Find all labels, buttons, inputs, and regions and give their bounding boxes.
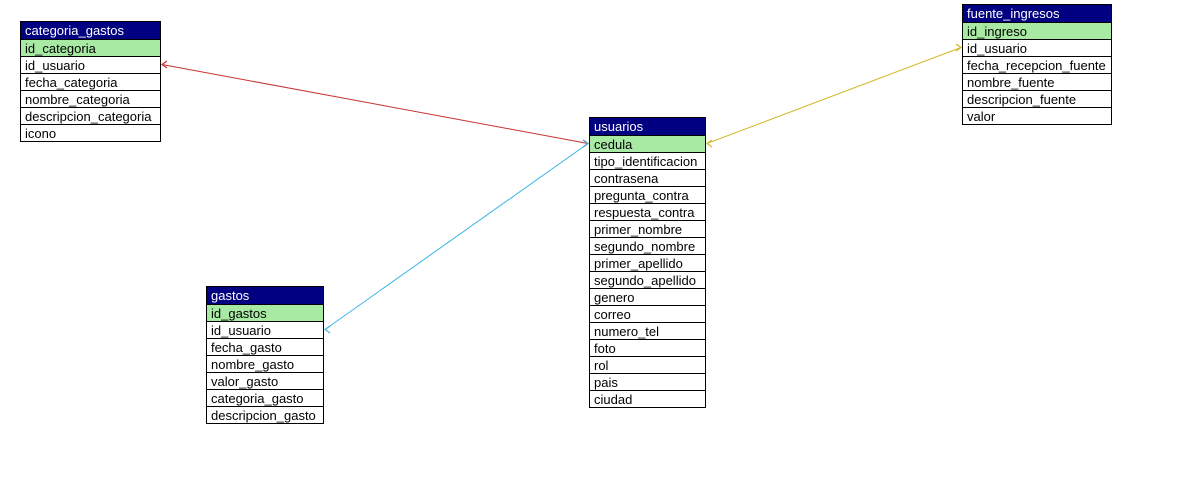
primary-key-field[interactable]: id_categoria xyxy=(21,39,160,56)
arrowhead-icon xyxy=(582,139,590,148)
table-field[interactable]: contrasena xyxy=(590,169,705,186)
table-field[interactable]: id_usuario xyxy=(21,56,160,73)
relation-line-fuente-ingresos xyxy=(705,43,963,148)
table-field[interactable]: correo xyxy=(590,305,705,322)
primary-key-field[interactable]: id_gastos xyxy=(207,304,323,321)
table-field[interactable]: ciudad xyxy=(590,390,705,407)
table-field[interactable]: descripcion_gasto xyxy=(207,406,323,423)
table-field[interactable]: foto xyxy=(590,339,705,356)
table-field[interactable]: icono xyxy=(21,124,160,141)
table-field[interactable]: id_usuario xyxy=(963,39,1111,56)
table-field[interactable]: nombre_categoria xyxy=(21,90,160,107)
table-field[interactable]: categoria_gasto xyxy=(207,389,323,406)
table-field[interactable]: nombre_gasto xyxy=(207,355,323,372)
arrowhead-icon xyxy=(955,43,963,52)
table-field[interactable]: segundo_apellido xyxy=(590,271,705,288)
table-field[interactable]: fecha_categoria xyxy=(21,73,160,90)
table-field[interactable]: id_usuario xyxy=(207,321,323,338)
relation-line-gastos xyxy=(323,139,590,334)
table-field[interactable]: tipo_identificacion xyxy=(590,152,705,169)
arrowhead-icon xyxy=(323,325,331,334)
table-field[interactable]: fecha_gasto xyxy=(207,338,323,355)
table-field[interactable]: genero xyxy=(590,288,705,305)
table-field[interactable]: valor xyxy=(963,107,1111,124)
table-field[interactable]: primer_nombre xyxy=(590,220,705,237)
table-field[interactable]: nombre_fuente xyxy=(963,73,1111,90)
table-header[interactable]: categoria_gastos xyxy=(21,22,160,39)
table-field[interactable]: pais xyxy=(590,373,705,390)
primary-key-field[interactable]: cedula xyxy=(590,135,705,152)
table-field[interactable]: primer_apellido xyxy=(590,254,705,271)
table-field[interactable]: numero_tel xyxy=(590,322,705,339)
table-field[interactable]: fecha_recepcion_fuente xyxy=(963,56,1111,73)
table-field[interactable]: segundo_nombre xyxy=(590,237,705,254)
table-header[interactable]: fuente_ingresos xyxy=(963,5,1111,22)
table-field[interactable]: descripcion_categoria xyxy=(21,107,160,124)
primary-key-field[interactable]: id_ingreso xyxy=(963,22,1111,39)
relation-line-categoria-gastos xyxy=(160,60,590,148)
arrowhead-icon xyxy=(705,139,713,148)
table-field[interactable]: valor_gasto xyxy=(207,372,323,389)
table-field[interactable]: rol xyxy=(590,356,705,373)
table-field[interactable]: respuesta_contra xyxy=(590,203,705,220)
arrowhead-icon xyxy=(582,139,590,148)
arrowhead-icon xyxy=(160,60,168,69)
table-field[interactable]: descripcion_fuente xyxy=(963,90,1111,107)
table-header[interactable]: gastos xyxy=(207,287,323,304)
table-field[interactable]: pregunta_contra xyxy=(590,186,705,203)
table-header[interactable]: usuarios xyxy=(590,118,705,135)
